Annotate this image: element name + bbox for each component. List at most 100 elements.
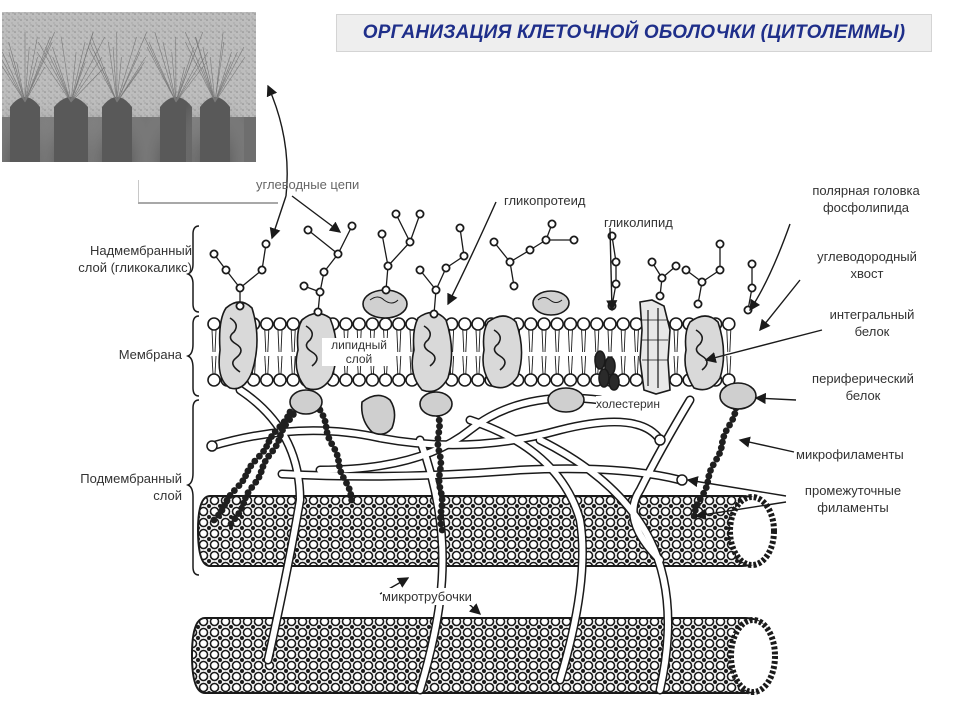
actin-bead: [337, 468, 345, 476]
actin-bead: [252, 478, 260, 486]
label-polar-head-line2: фосфолипида: [822, 200, 910, 215]
lipid-tail: [673, 355, 676, 375]
pointer-glycolipid: [606, 227, 618, 312]
glycocalyx-fiber: [2, 65, 26, 103]
sugar-unit: [681, 265, 691, 275]
label-supramembrane: Надмембранный слой (гликокаликс): [30, 242, 192, 276]
layer-braces: [185, 225, 200, 576]
carbohydrate-chains: [209, 209, 757, 319]
actin-bead: [435, 416, 443, 424]
glycocalyx-fiber: [214, 61, 232, 103]
actin-bead: [437, 514, 444, 522]
glycocalyx-fiber: [70, 31, 94, 103]
sugar-unit: [509, 281, 519, 291]
sugar-unit: [693, 299, 703, 309]
pointer-polar-head: [749, 223, 791, 312]
lipid-tail: [267, 355, 270, 375]
sugar-unit: [383, 261, 393, 271]
actin-bead: [436, 422, 443, 430]
glycocalyx-fiber: [70, 36, 105, 103]
actin-bead: [722, 427, 730, 435]
actin-bead: [231, 515, 239, 523]
phospholipid-head: [576, 317, 591, 331]
actin-bead: [215, 511, 222, 519]
lipid-tail: [554, 355, 557, 375]
lipid-tail: [531, 329, 534, 353]
sugar-unit: [347, 221, 357, 231]
label-tail-line1: углеводородный: [817, 249, 917, 264]
proteins: [218, 289, 757, 436]
sugar-unit: [671, 261, 681, 271]
actin-bead: [328, 440, 336, 448]
actin-bead: [238, 504, 246, 512]
phospholipid-head: [352, 373, 367, 387]
glycocalyx-fiber: [91, 36, 118, 103]
glycocalyx-fiber: [45, 46, 72, 103]
lipid-tail: [528, 329, 531, 353]
label-lipid-layer: липидный слой: [322, 338, 396, 366]
actin-bead: [235, 482, 243, 490]
sugar-unit: [377, 229, 387, 239]
glycocalyx-fiber: [112, 46, 118, 103]
sugar-unit: [431, 285, 441, 295]
lipid-tail: [554, 329, 557, 353]
actin-bead: [729, 415, 737, 423]
lipid-tail: [280, 355, 283, 375]
lipid-tail: [290, 329, 293, 353]
glycoprotein-cap: [362, 289, 408, 319]
sugar-unit: [541, 235, 551, 245]
phospholipid-head: [286, 317, 301, 331]
lipid-tail: [676, 329, 679, 353]
integral-protein-1: [218, 301, 258, 390]
lipid-tail: [277, 355, 280, 375]
actin-bead: [343, 479, 350, 487]
actin-bead: [348, 496, 356, 504]
lipid-tail: [541, 329, 544, 353]
peripheral-protein-2: [419, 391, 453, 417]
actin-bead: [720, 433, 728, 440]
glycocalyx-fiber: [214, 41, 225, 103]
lipid-tail: [584, 329, 587, 353]
glycocalyx-fiber: [52, 56, 72, 103]
glycocalyx-fiber: [116, 66, 143, 103]
phospholipid-head: [207, 373, 221, 387]
actin-bead: [437, 520, 445, 528]
sugar-bond: [337, 225, 353, 255]
cholesterol-molecules: [594, 350, 620, 391]
sugar-unit: [657, 273, 667, 283]
lipid-tail: [465, 329, 468, 353]
sugar-unit: [569, 235, 579, 245]
phospholipid-head: [378, 317, 393, 331]
sugar-bond: [239, 269, 263, 289]
actin-bead: [716, 450, 723, 457]
sugar-unit: [655, 291, 665, 301]
lipid-tail: [557, 355, 560, 375]
glycocalyx-fiber: [70, 51, 77, 103]
label-microtubules: микротрубочки: [382, 588, 472, 605]
lipid-tail: [676, 355, 679, 375]
sugar-unit: [647, 257, 657, 267]
phospholipid-head: [286, 373, 301, 387]
sugar-bond: [395, 213, 411, 243]
label-submembrane: Подмембранный слой: [30, 470, 182, 504]
actin-bead: [333, 451, 341, 459]
glycocalyx-fiber: [24, 56, 38, 103]
pointer-peripheral: [754, 392, 797, 405]
label-integral-protein: интегральный белок: [812, 306, 932, 340]
actin-bead: [438, 526, 446, 534]
glycocalyx-fiber: [70, 41, 86, 103]
phospholipid-head: [537, 373, 551, 387]
glycocalyx-fiber: [36, 51, 72, 103]
actin-bead: [239, 477, 247, 485]
phospholipid-head: [339, 317, 353, 331]
actin-bead: [218, 506, 226, 514]
lipid-tail: [541, 355, 544, 375]
integral-protein-2: [295, 312, 338, 391]
lipid-tail: [567, 329, 570, 353]
phospholipid-head: [273, 317, 287, 331]
sugar-unit: [611, 279, 621, 289]
actin-bead: [436, 453, 444, 461]
lipid-tail: [633, 329, 636, 353]
lipid-tail: [462, 329, 465, 353]
sugar-unit: [303, 225, 313, 235]
